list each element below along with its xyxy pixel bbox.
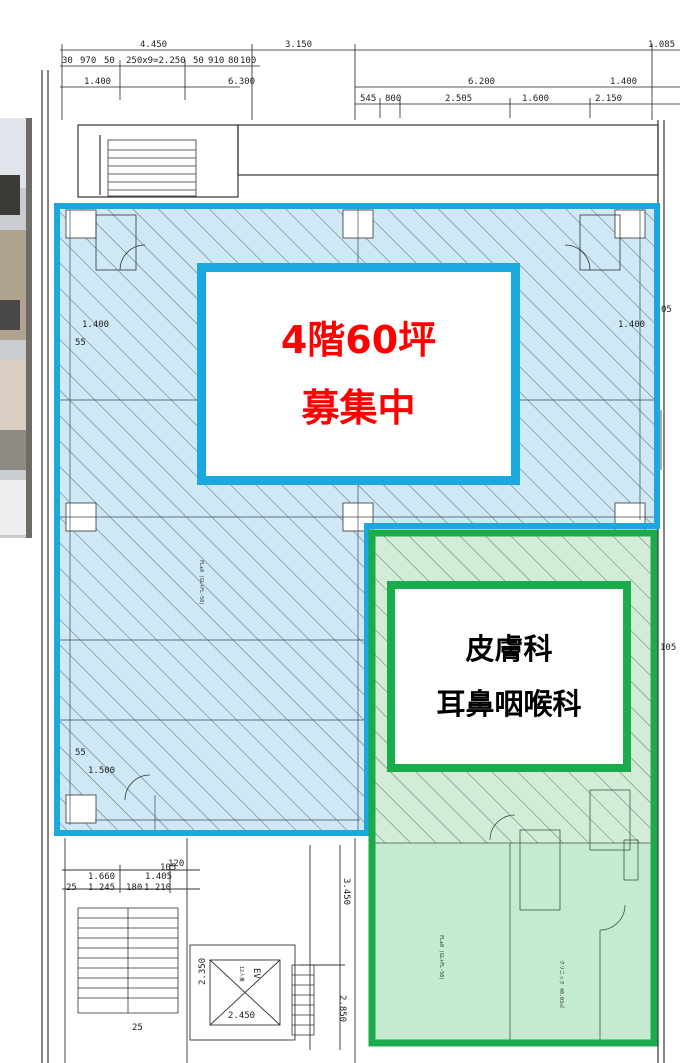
dim-1210: 1.210 <box>144 883 171 893</box>
dim-6200: 6.200 <box>468 77 495 87</box>
fl-note-right: FL±0 (GL+FL-50) <box>438 935 444 980</box>
dim-1600: 1.600 <box>522 94 549 104</box>
fl-note-center: FL±0 (GL+FL-50) <box>198 560 204 605</box>
dim-50a: 50 <box>104 56 115 66</box>
dim-25a: 25 <box>66 883 77 893</box>
dim-1400a: 1.400 <box>84 77 111 87</box>
side-dim-55a: 55 <box>75 338 86 348</box>
vacancy-label-box: 4階60坪 募集中 <box>197 263 520 485</box>
side-dim-05: 05 <box>661 305 672 315</box>
dim-25b: 25 <box>132 1023 143 1033</box>
dim-50b: 50 <box>193 56 204 66</box>
dim-180: 180 <box>126 883 142 893</box>
dim-2505: 2.505 <box>445 94 472 104</box>
dim-1400b: 1.400 <box>610 77 637 87</box>
clinic-area-note: クリニック 40.03㎡ <box>558 960 565 1008</box>
side-dim-55b: 55 <box>75 748 86 758</box>
dim-1660: 1.660 <box>88 872 115 882</box>
ev-capacity: 12人乗 <box>238 966 245 982</box>
dim-3150: 3.150 <box>285 40 312 50</box>
ev-label: EV <box>251 968 261 979</box>
dim-1405: 1.405 <box>145 872 172 882</box>
side-dim-105: 105 <box>660 643 676 653</box>
top-dimension-lines <box>60 44 680 120</box>
lower-core: 105 120 1.660 1.405 1.245 180 1.210 25 3… <box>62 838 356 1063</box>
dim-2450: 2.450 <box>228 1011 255 1021</box>
photo-strip <box>0 118 32 538</box>
dim-970: 970 <box>80 56 96 66</box>
dim-1245: 1.245 <box>88 883 115 893</box>
dim-30: 30 <box>62 56 73 66</box>
tenant-label-box: 皮膚科 耳鼻咽喉科 <box>387 581 631 772</box>
dim-6300: 6.300 <box>228 77 255 87</box>
tenant-dermatology-text: 皮膚科 <box>465 631 553 666</box>
dim-100: 100 <box>240 56 256 66</box>
dim-2850: 2.850 <box>337 995 347 1022</box>
dim-120: 120 <box>168 859 184 869</box>
dim-800: 800 <box>385 94 401 104</box>
side-dim-1500: 1.500 <box>88 766 115 776</box>
dim-80: 80 <box>228 56 239 66</box>
dim-4450: 4.450 <box>140 40 167 50</box>
dim-1085: 1.085 <box>648 40 675 50</box>
top-dimension-text: 4.450 3.150 1.085 30 970 50 250x9=2.250 … <box>62 40 675 104</box>
vacancy-size-text: 4階60坪 <box>280 318 437 362</box>
side-dim-1400b: 1.400 <box>618 320 645 330</box>
tenant-ent-text: 耳鼻咽喉科 <box>436 686 582 721</box>
dim-2350: 2.350 <box>198 958 208 985</box>
dim-2150: 2.150 <box>595 94 622 104</box>
dim-545: 545 <box>360 94 376 104</box>
building-walls <box>41 70 665 1063</box>
vacancy-status-text: 募集中 <box>301 386 416 430</box>
dim-910: 910 <box>208 56 224 66</box>
upper-stair <box>107 139 197 197</box>
dim-3450: 3.450 <box>341 878 351 905</box>
side-dim-1400a: 1.400 <box>82 320 109 330</box>
dim-stair: 250x9=2.250 <box>126 56 186 66</box>
dim-105: 105 <box>160 863 176 873</box>
